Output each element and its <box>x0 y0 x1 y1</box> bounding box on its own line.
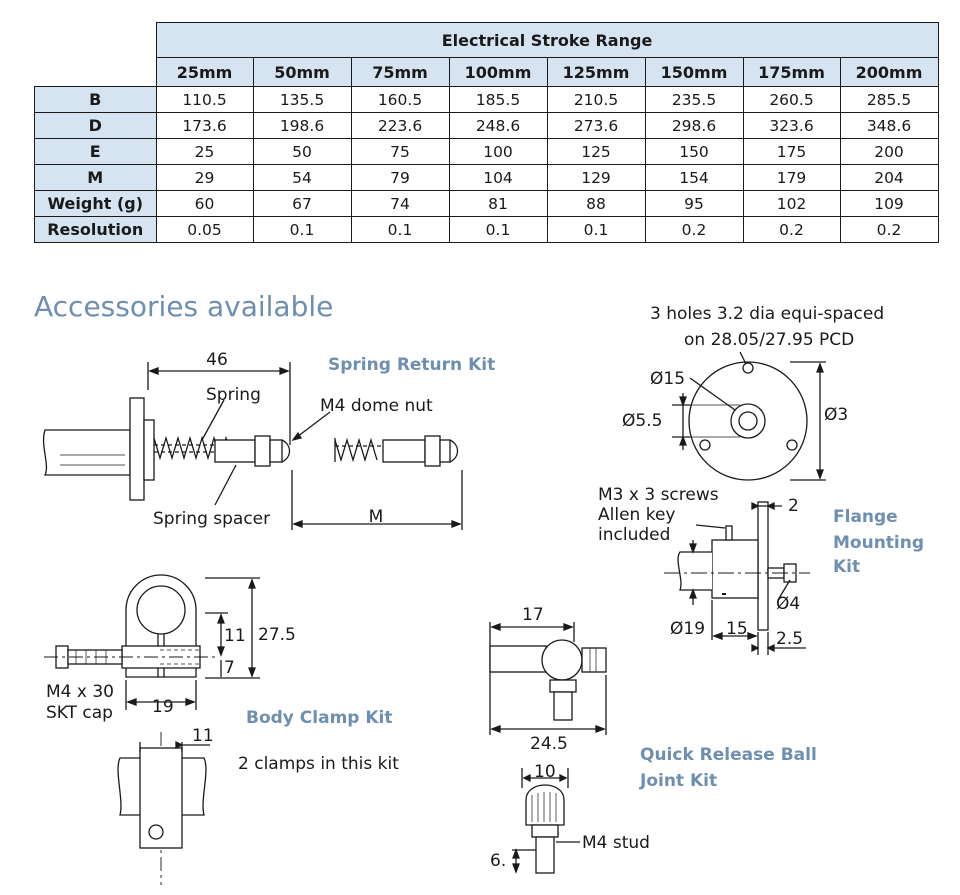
table-cell: 104 <box>448 164 548 191</box>
table-cell: 0.05 <box>155 216 254 243</box>
table-cell: 110.5 <box>155 86 254 113</box>
clamp-dim-7: 7 <box>224 658 235 678</box>
dome-nut-label: M4 dome nut <box>320 396 433 416</box>
column-header: 125mm <box>546 57 646 87</box>
clamp-dim-19: 19 <box>152 697 174 717</box>
column-header: 75mm <box>350 57 450 87</box>
table-cell: 204 <box>839 164 939 191</box>
flange-screws-line3: included <box>598 525 670 545</box>
ball-joint-title-line1: Quick Release Ball <box>640 745 817 765</box>
clamp-dim-11a: 11 <box>224 626 246 646</box>
clamp-dim-11b: 11 <box>192 726 214 746</box>
flange-d5-5: Ø5.5 <box>622 411 662 431</box>
flange-dim-2: 2 <box>788 496 799 516</box>
spring-return-kit-title: Spring Return Kit <box>328 355 495 375</box>
ball-joint-kit-drawing: 17 24.5 Quick Release Ball Joint Kit 10 … <box>489 605 817 874</box>
accessories-heading: Accessories available <box>34 290 334 323</box>
table-title: Electrical Stroke Range <box>155 22 939 58</box>
spring-spacer-label: Spring spacer <box>153 509 270 529</box>
flange-holes-line1: 3 holes 3.2 dia equi-spaced <box>650 304 884 324</box>
ball-stud-label: M4 stud <box>582 833 650 853</box>
clamp-note: 2 clamps in this kit <box>238 754 399 774</box>
table-cell: 0.1 <box>546 216 646 243</box>
row-header: M <box>34 164 157 191</box>
table-cell: 135.5 <box>252 86 352 113</box>
flange-screws-line1: M3 x 3 screws <box>598 485 719 505</box>
clamp-dim-27-5: 27.5 <box>258 625 296 645</box>
spring-label: Spring <box>206 385 261 405</box>
clamp-cap-line2: SKT cap <box>46 703 113 723</box>
body-clamp-kit-drawing: 11 27.5 7 M4 x 30 SKT cap 19 Body Clamp … <box>44 574 399 885</box>
ball-dim-6: 6. <box>490 851 506 871</box>
table-cell: 0.2 <box>742 216 841 243</box>
spring-dim-m: M <box>369 507 384 527</box>
flange-dim-2-5: 2.5 <box>776 629 803 649</box>
table-cell: 175 <box>742 138 841 165</box>
flange-holes-line2: on 28.05/27.95 PCD <box>684 330 854 350</box>
column-header: 175mm <box>742 57 841 87</box>
table-cell: 223.6 <box>350 112 450 139</box>
table-cell: 54 <box>252 164 352 191</box>
table-cell: 109 <box>839 190 939 217</box>
flange-mounting-kit-drawing: 3 holes 3.2 dia equi-spaced on 28.05/27.… <box>598 304 924 655</box>
row-header: Resolution <box>34 216 157 243</box>
table-cell: 248.6 <box>448 112 548 139</box>
body-clamp-kit-title: Body Clamp Kit <box>246 708 393 728</box>
table-cell: 129 <box>546 164 646 191</box>
ball-joint-title-line2: Joint Kit <box>639 771 717 791</box>
flange-kit-title-line1: Flange <box>833 507 898 527</box>
table-cell: 50 <box>252 138 352 165</box>
clamp-cap-line1: M4 x 30 <box>46 682 114 702</box>
ball-dim-17: 17 <box>522 605 544 625</box>
table-cell: 150 <box>644 138 744 165</box>
table-cell: 0.2 <box>644 216 744 243</box>
flange-d3: Ø3 <box>824 405 848 425</box>
row-header: E <box>34 138 157 165</box>
table-cell: 0.1 <box>350 216 450 243</box>
table-cell: 210.5 <box>546 86 646 113</box>
column-header: 100mm <box>448 57 548 87</box>
column-header: 150mm <box>644 57 744 87</box>
column-header: 200mm <box>839 57 939 87</box>
table-cell: 200 <box>839 138 939 165</box>
table-cell: 323.6 <box>742 112 841 139</box>
flange-screws-line2: Allen key <box>598 505 675 525</box>
ball-dim-24-5: 24.5 <box>530 734 568 754</box>
row-header: B <box>34 86 157 113</box>
table-cell: 0.2 <box>839 216 939 243</box>
table-cell: 25 <box>155 138 254 165</box>
flange-dim-15: 15 <box>726 619 748 639</box>
flange-d19: Ø19 <box>670 619 705 639</box>
table-cell: 102 <box>742 190 841 217</box>
table-cell: 0.1 <box>448 216 548 243</box>
table-cell: 88 <box>546 190 646 217</box>
flange-kit-title-line2: Mounting <box>833 533 924 553</box>
table-cell: 125 <box>546 138 646 165</box>
table-cell: 235.5 <box>644 86 744 113</box>
table-cell: 95 <box>644 190 744 217</box>
flange-d15: Ø15 <box>650 369 685 389</box>
table-cell: 273.6 <box>546 112 646 139</box>
spring-return-kit-drawing: 46 Spring Return Kit Spring M4 dome nut … <box>42 350 495 530</box>
spring-dim-46: 46 <box>206 350 228 370</box>
flange-d4: Ø4 <box>776 594 800 614</box>
flange-kit-title-line3: Kit <box>833 557 860 577</box>
ball-dim-10: 10 <box>534 762 556 782</box>
table-cell: 0.1 <box>252 216 352 243</box>
table-cell: 60 <box>155 190 254 217</box>
